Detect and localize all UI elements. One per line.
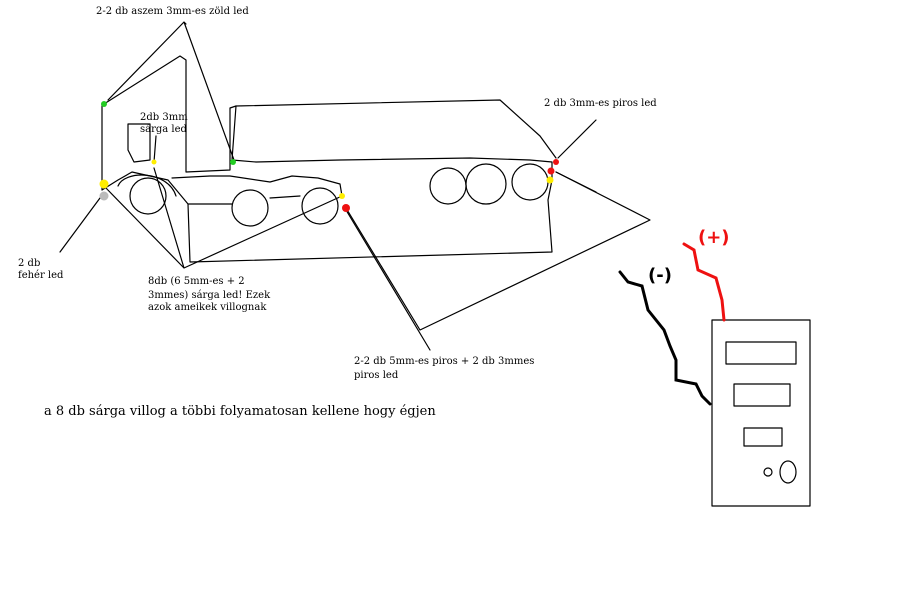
white-led-headlight: [99, 191, 109, 201]
cab-wheel-arch: [117, 174, 177, 197]
cab-window: [127, 123, 151, 163]
truck-cab-outline: [101, 55, 553, 263]
power-supply-box: [711, 319, 811, 507]
red-led-rear: [547, 167, 555, 175]
green-led-cab-top: [101, 101, 107, 107]
front-wheel: [129, 177, 167, 215]
minus-wire: [618, 270, 712, 406]
label-yellow-led-line1: 2db 3mm: [140, 112, 188, 123]
label-white-led-line2: fehér led: [18, 270, 64, 281]
trailer-wheel-1: [429, 167, 467, 205]
minus-label: (-): [648, 265, 672, 286]
pointer-red-trailer-frame: [345, 171, 651, 331]
yellow-led-cab-roof: [151, 159, 157, 165]
trailer-wheel-2: [465, 163, 507, 205]
trailer-outline: [235, 99, 557, 159]
plus-label: (+): [698, 227, 730, 248]
label-red-led-top: 2 db 3mm-es piros led: [544, 98, 657, 109]
pointer-blink: [103, 167, 343, 269]
label-blink-line1: 8db (6 5mm-es + 2: [148, 276, 245, 287]
pointer-red-bottom: [345, 209, 431, 351]
pointer-white-led: [59, 197, 101, 253]
trailer-wheel-3: [511, 163, 549, 201]
label-red-led-bottom-line1: 2-2 db 5mm-es piros + 2 db 3mmes: [354, 356, 535, 367]
tractor-wheel-1: [231, 189, 269, 227]
label-red-led-bottom-line2: piros led: [354, 370, 399, 381]
label-white-led-line1: 2 db: [18, 258, 41, 269]
chassis: [171, 175, 343, 205]
label-blink-line2: 3mmes) sárga led! Ezek: [148, 290, 271, 301]
main-note: a 8 db sárga villog a többi folyamatosan…: [44, 404, 436, 419]
label-yellow-led-line2: sárga led: [140, 124, 187, 135]
label-green-led: 2-2 db aszem 3mm-es zöld led: [96, 6, 249, 17]
yellow-led-side: [339, 193, 345, 199]
red-led-side: [342, 204, 350, 212]
label-blink-line3: azok ameikek villognak: [148, 302, 267, 313]
tractor-wheel-2: [301, 187, 339, 225]
power-supply-display-2: [733, 383, 791, 407]
pointer-green-led: [107, 21, 235, 161]
plus-wire: [682, 242, 726, 322]
yellow-led-rear: [546, 176, 554, 184]
pointer-red-top: [555, 119, 597, 193]
power-supply-knob-large: [779, 460, 797, 484]
power-supply-display-1: [725, 341, 797, 365]
green-led-cab-rear: [230, 159, 236, 165]
power-supply-knob-small: [763, 467, 773, 477]
red-led-rear-top: [553, 159, 559, 165]
power-supply-display-3: [743, 427, 783, 447]
pointer-yellow-top: [153, 135, 157, 163]
yellow-led-front: [99, 179, 109, 189]
